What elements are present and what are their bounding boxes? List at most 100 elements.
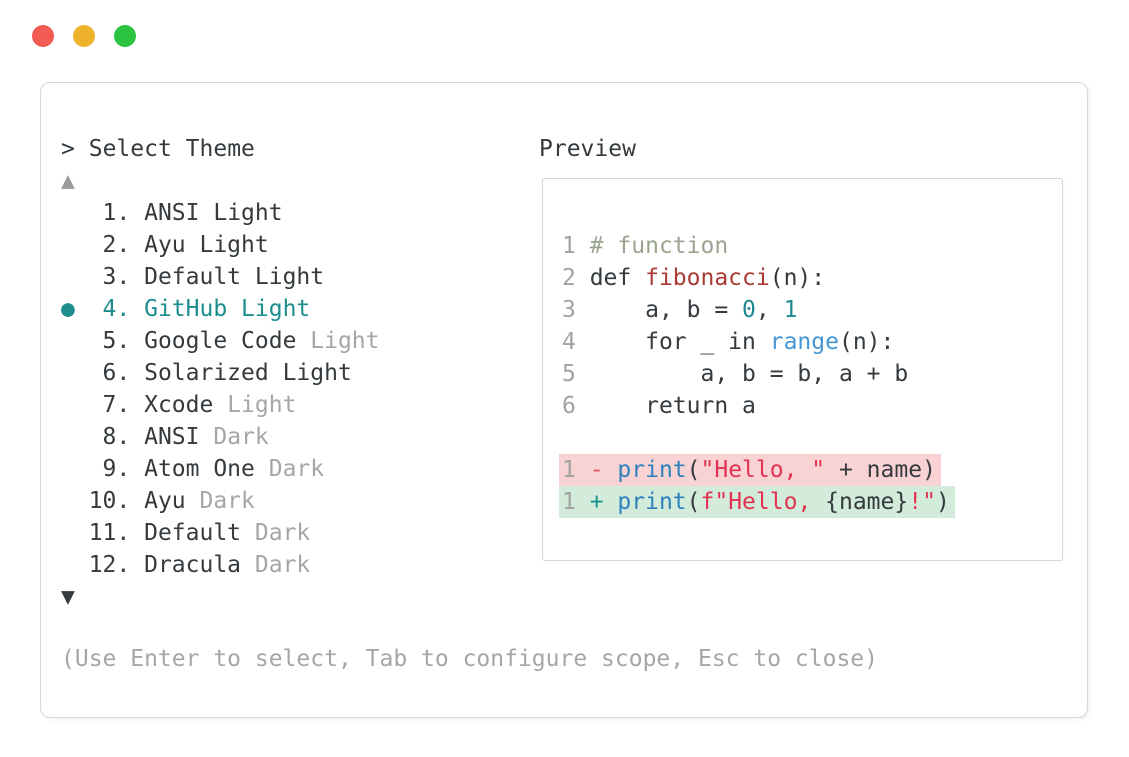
theme-variant: Light [227, 392, 297, 418]
theme-item-github-light[interactable]: ● 4. GitHub Light [61, 293, 380, 325]
zoom-button[interactable] [114, 25, 136, 47]
code-token-print: print [617, 457, 687, 483]
theme-variant: Light [213, 200, 283, 226]
diff-added-line: 1 + print(f"Hello, {name}!") [559, 486, 955, 518]
theme-variant: Light [282, 360, 352, 386]
line-number: 1 [562, 489, 590, 515]
code-line [562, 422, 955, 454]
theme-name: ANSI [144, 200, 214, 226]
code-line: 5 a, b = b, a + b [562, 358, 955, 390]
code-token-text: ( [686, 489, 701, 515]
code-line: 2 def fibonacci(n): [562, 262, 955, 294]
code-token-text: for _ in [589, 329, 770, 355]
code-token-plus: + [589, 489, 618, 515]
theme-list: 1. ANSI Light 2. Ayu Light 3. Default Li… [61, 197, 380, 581]
theme-variant: Dark [268, 456, 325, 482]
code-token-text: def [589, 265, 646, 291]
theme-item-ayu-light[interactable]: 2. Ayu Light [61, 229, 380, 261]
theme-item-google-code-light[interactable]: 5. Google Code Light [61, 325, 380, 357]
code-token-minus: - [589, 457, 618, 483]
item-number: 3. [61, 264, 145, 290]
code-line: 1 # function [562, 230, 955, 262]
theme-item-ayu-dark[interactable]: 10. Ayu Dark [61, 485, 380, 517]
theme-variant: Dark [254, 520, 311, 546]
code-token-text: + name) [825, 457, 936, 483]
help-text: (Use Enter to select, Tab to configure s… [61, 646, 878, 672]
item-number: 8. [61, 424, 145, 450]
code-token-text: a, b = [589, 297, 743, 323]
item-number: 9. [61, 456, 145, 482]
theme-variant: Light [241, 296, 311, 322]
theme-name: Default [144, 520, 255, 546]
code-token-string: "Hello, " [700, 457, 826, 483]
theme-name: Google Code [144, 328, 311, 354]
theme-item-solarized-light[interactable]: 6. Solarized Light [61, 357, 380, 389]
theme-picker-window: > Select Theme ▲ 1. ANSI Light 2. Ayu Li… [40, 82, 1088, 718]
theme-variant: Light [199, 232, 269, 258]
theme-name: Solarized [144, 360, 283, 386]
theme-item-ansi-light[interactable]: 1. ANSI Light [61, 197, 380, 229]
item-number: 7. [61, 392, 145, 418]
code-token-text: (n): [769, 265, 826, 291]
theme-name: Xcode [144, 392, 228, 418]
close-button[interactable] [32, 25, 54, 47]
item-number: 10. [61, 488, 145, 514]
theme-item-atom-one-dark[interactable]: 9. Atom One Dark [61, 453, 380, 485]
code-token-text: , [755, 297, 784, 323]
theme-item-xcode-light[interactable]: 7. Xcode Light [61, 389, 380, 421]
window-controls [32, 25, 136, 47]
code-line: 3 a, b = 0, 1 [562, 294, 955, 326]
theme-name: Dracula [144, 552, 255, 578]
code-token-text: ) [935, 489, 950, 515]
theme-name: GitHub [144, 296, 242, 322]
theme-variant: Dark [199, 488, 255, 514]
line-number: 4 [562, 329, 590, 355]
code-token-text: a, b = b, a + b [589, 361, 909, 387]
code-token-text: {name} [825, 489, 909, 515]
diff-highlight: 1 - print("Hello, " + name) [559, 454, 941, 486]
minimize-button[interactable] [73, 25, 95, 47]
line-number: 2 [562, 265, 590, 291]
item-number: 11. [61, 520, 145, 546]
theme-variant: Dark [254, 552, 311, 578]
code-token-builtin: range [769, 329, 839, 355]
line-number: 1 [562, 457, 590, 483]
diff-removed-line: 1 - print("Hello, " + name) [559, 454, 955, 486]
line-number: 3 [562, 297, 590, 323]
code-token-print: print [617, 489, 687, 515]
theme-name: Ayu [144, 232, 200, 258]
item-number: 2. [61, 232, 145, 258]
theme-variant: Light [254, 264, 325, 290]
diff-highlight: 1 + print(f"Hello, {name}!") [559, 486, 955, 518]
code-token-text: (n): [838, 329, 895, 355]
item-number: 12. [61, 552, 145, 578]
code-token-number: 0 [742, 297, 756, 323]
preview-title: Preview [539, 136, 636, 162]
theme-variant: Dark [213, 424, 269, 450]
theme-name: Default [144, 264, 255, 290]
theme-item-default-dark[interactable]: 11. Default Dark [61, 517, 380, 549]
selected-marker-icon: ● 4. [61, 296, 145, 322]
item-number: 1. [61, 200, 145, 226]
code-line: 6 return a [562, 390, 955, 422]
code-token-text: ( [686, 457, 701, 483]
theme-item-dracula-dark[interactable]: 12. Dracula Dark [61, 549, 380, 581]
theme-item-default-light[interactable]: 3. Default Light [61, 261, 380, 293]
line-number: 1 [562, 233, 590, 259]
line-number: 6 [562, 393, 590, 419]
code-token-text: return a [589, 393, 756, 419]
theme-name: Atom One [144, 456, 269, 482]
item-number: 6. [61, 360, 145, 386]
theme-item-ansi-dark[interactable]: 8. ANSI Dark [61, 421, 380, 453]
theme-list-pane: > Select Theme ▲ 1. ANSI Light 2. Ayu Li… [61, 133, 380, 613]
code-token-string: !" [908, 489, 936, 515]
scroll-up-icon[interactable]: ▲ [61, 168, 75, 194]
code-token-func: fibonacci [645, 265, 770, 291]
theme-variant: Light [310, 328, 380, 354]
scroll-down-icon[interactable]: ▼ [61, 584, 75, 610]
item-number: 5. [61, 328, 145, 354]
theme-name: ANSI [144, 424, 214, 450]
code-token-number: 1 [783, 297, 798, 323]
